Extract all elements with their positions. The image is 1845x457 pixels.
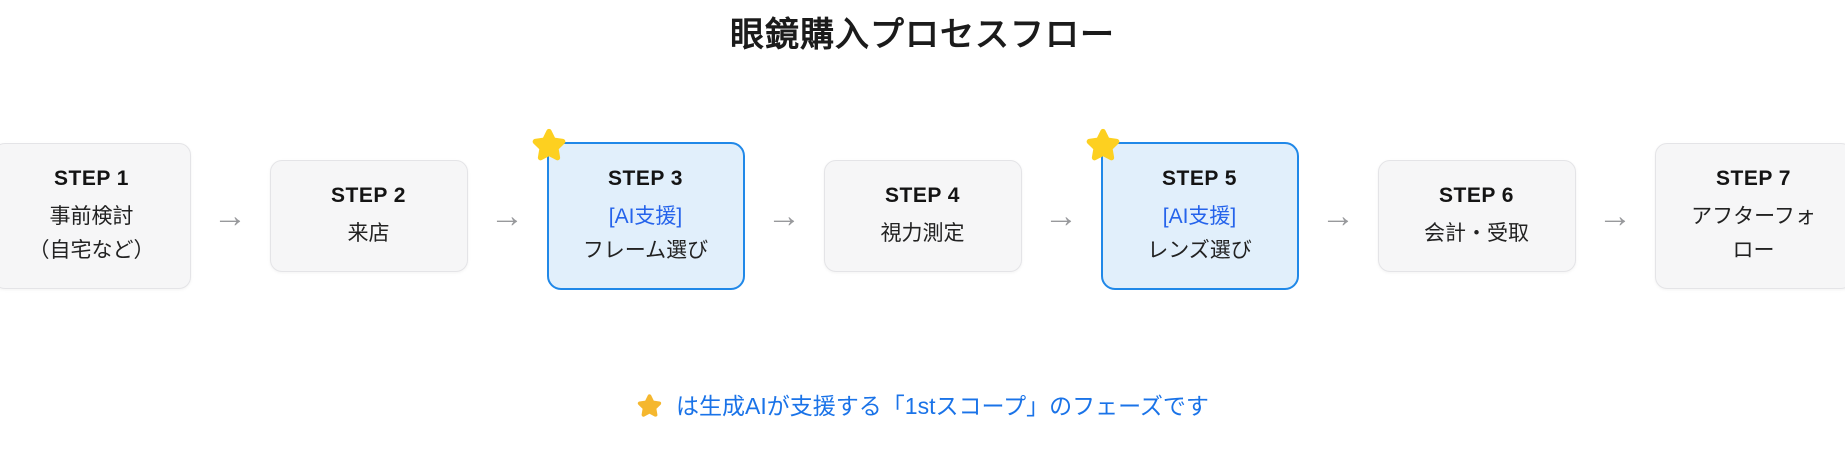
step-label: STEP 5 (1162, 167, 1237, 190)
star-icon (530, 127, 568, 165)
step-lines: 来店 (297, 217, 441, 251)
step-description: 来店 (347, 222, 390, 245)
flow-arrow-icon: → (1044, 196, 1078, 235)
ai-support-tag: [AI支援] (608, 205, 683, 228)
step-box: STEP 4 視力測定 (823, 160, 1022, 272)
star-icon (636, 393, 663, 420)
process-flow-row: STEP 1 事前検討 （自宅など） → STEP 2 来店 → STEP 3 [… (0, 128, 1845, 290)
step-label: STEP 3 (608, 167, 683, 190)
step-lines: 事前検討 （自宅など） (20, 200, 164, 268)
step-description: 事前検討 (49, 205, 134, 228)
step-box: STEP 1 事前検討 （自宅など） (0, 143, 191, 289)
page-title: 眼鏡購入プロセスフロー (730, 16, 1115, 54)
step-box: STEP 2 来店 (269, 160, 468, 272)
step-label: STEP 6 (1439, 184, 1514, 207)
step-box: STEP 5 [AI支援] レンズ選び (1086, 128, 1299, 290)
flow-arrow-icon: → (1598, 196, 1632, 235)
step-label: STEP 1 (54, 167, 129, 190)
flow-arrow-icon: → (490, 196, 524, 235)
legend-text: は生成AIが支援する「1stスコープ」のフェーズです (676, 393, 1209, 419)
legend: は生成AIが支援する「1stスコープ」のフェーズです (0, 389, 1845, 423)
step-description: 視力測定 (880, 222, 965, 245)
step-description: レンズ選び (1147, 239, 1252, 262)
ai-support-tag: [AI支援] (1162, 205, 1237, 228)
step-lines: アフターフォロー (1682, 200, 1826, 268)
step-description: アフターフォロー (1691, 205, 1816, 262)
step-description: フレーム選び (582, 239, 709, 262)
flow-arrow-icon: → (767, 196, 801, 235)
step-lines: [AI支援] フレーム選び (575, 200, 717, 268)
step-label: STEP 7 (1716, 167, 1791, 190)
step-lines: [AI支援] レンズ選び (1129, 200, 1271, 268)
flow-arrow-icon: → (213, 196, 247, 235)
step-box: STEP 3 [AI支援] フレーム選び (532, 128, 745, 290)
step-label: STEP 4 (885, 184, 960, 207)
step-label: STEP 2 (331, 184, 406, 207)
step-box: STEP 6 会計・受取 (1377, 160, 1576, 272)
star-icon (1084, 127, 1122, 165)
step-description: （自宅など） (28, 239, 155, 262)
step-description: 会計・受取 (1424, 222, 1529, 245)
step-box: STEP 7 アフターフォロー (1654, 143, 1845, 289)
step-lines: 視力測定 (851, 217, 995, 251)
step-lines: 会計・受取 (1405, 217, 1549, 251)
flow-arrow-icon: → (1321, 196, 1355, 235)
